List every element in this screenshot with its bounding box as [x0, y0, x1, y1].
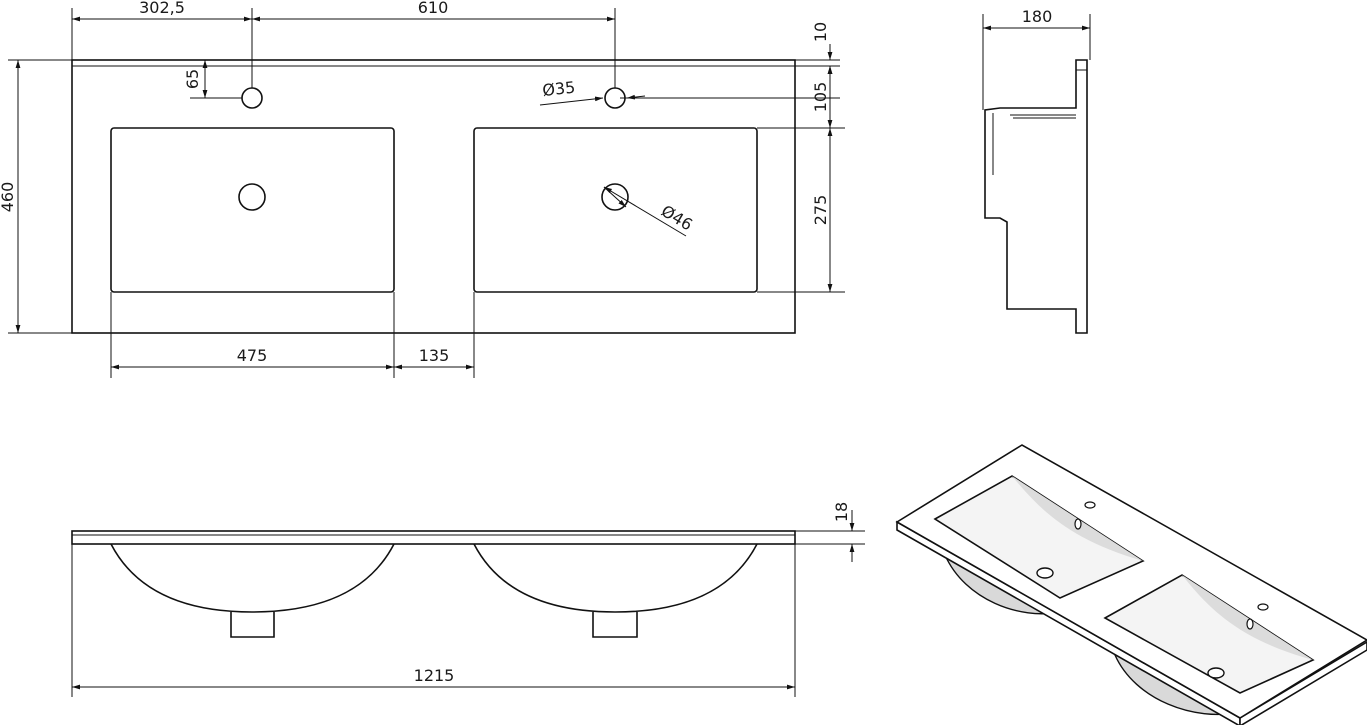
front-view: 1215 18 — [71, 502, 865, 697]
left-tap-hole — [241, 87, 263, 109]
iso-right-overflow — [1246, 618, 1254, 630]
dim-top-rim: 10 — [811, 22, 830, 42]
dim-hole-from-back: 65 — [183, 69, 202, 89]
right-bowl — [473, 127, 758, 293]
front-left-bowl — [110, 543, 395, 613]
dim-drain-diameter: Ø46 — [658, 201, 696, 234]
dim-bowl-gap: 135 — [419, 346, 450, 365]
isometric-view — [895, 444, 1367, 725]
dim-depth: 460 — [0, 182, 17, 213]
dim-side-width: 180 — [1022, 7, 1053, 26]
side-profile — [984, 59, 1088, 334]
leader-drain-hole — [603, 186, 687, 237]
iso-right-tap-hole — [1257, 603, 1269, 611]
dim-slab-thickness: 18 — [832, 502, 851, 522]
iso-slab-right — [1239, 641, 1367, 725]
side-view: 180 — [982, 7, 1091, 334]
left-bowl — [110, 127, 395, 293]
dim-hole-spacing: 610 — [418, 0, 449, 17]
front-right-bowl — [473, 543, 758, 613]
iso-left-drain — [1036, 567, 1054, 579]
leader-tap-hole — [539, 96, 604, 106]
dim-hole-offset: 302,5 — [139, 0, 185, 17]
right-drain-hole — [601, 183, 629, 211]
iso-left-tap-hole — [1084, 501, 1096, 509]
dim-bowl-width: 475 — [237, 346, 268, 365]
iso-left-overflow — [1074, 518, 1082, 530]
dim-total-width: 1215 — [414, 666, 455, 685]
top-view: 302,5 610 65 10 105 275 460 475 135 Ø35 … — [0, 0, 845, 378]
countertop-outline — [71, 59, 796, 334]
left-drain-hole — [238, 183, 266, 211]
iso-right-drain — [1207, 667, 1225, 679]
dim-tap-hole-diameter: Ø35 — [541, 78, 576, 100]
front-slab — [71, 530, 796, 545]
dim-bowl-depth: 275 — [811, 195, 830, 226]
dim-hole-to-bowl: 105 — [811, 82, 830, 113]
